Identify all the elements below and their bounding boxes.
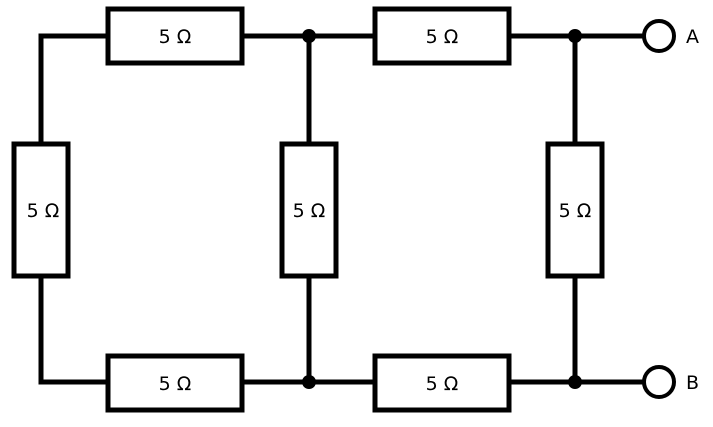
terminal-b-label: B [686,372,699,394]
terminal-b-ring [642,365,676,399]
resistor-value-label: 5 Ω [293,200,326,222]
resistor-value-label: 5 Ω [426,373,459,395]
resistor-body [279,141,339,279]
junction-dot-bottom-middle [302,375,316,389]
resistor-body [105,353,245,413]
resistor-value-label: 5 Ω [426,26,459,48]
junction-dot-top-right [568,29,582,43]
resistor-bottom-right: 5 Ω [372,353,512,413]
junction-dot-top-middle [302,29,316,43]
resistor-value-label: 5 Ω [159,373,192,395]
resistor-body [11,141,71,279]
resistor-body [372,6,512,66]
resistor-value-label: 5 Ω [159,26,192,48]
wires [38,33,646,385]
resistor-value-label: 5 Ω [559,200,592,222]
resistor-bottom-left: 5 Ω [105,353,245,413]
resistor-left-vertical: 5 Ω [11,141,71,279]
resistor-top-left: 5 Ω [105,6,245,66]
resistor-body [105,6,245,66]
resistor-right-vertical: 5 Ω [545,141,605,279]
terminal-b: B [642,365,699,399]
resistor-middle-vertical: 5 Ω [279,141,339,279]
resistor-top-right: 5 Ω [372,6,512,66]
resistor-body [545,141,605,279]
terminal-a-ring [642,19,676,53]
terminal-a-label: A [686,26,699,48]
terminal-a: A [642,19,699,53]
resistor-value-label: 5 Ω [27,200,60,222]
junction-dot-bottom-right [568,375,582,389]
resistor-body [372,353,512,413]
